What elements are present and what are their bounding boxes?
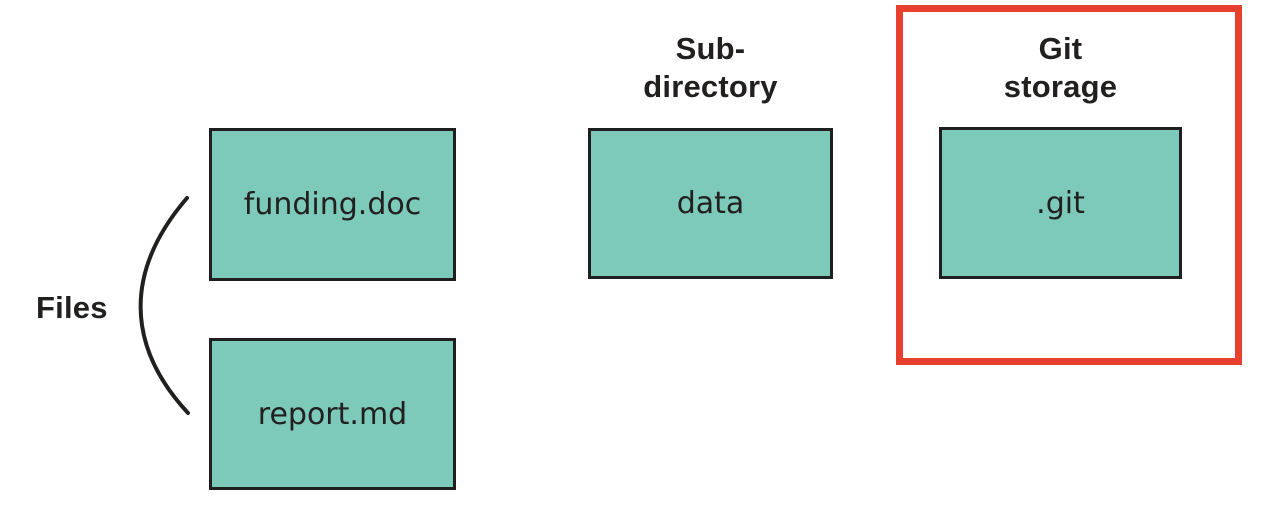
- box-funding-doc: funding.doc: [209, 128, 456, 281]
- git-storage-highlight-rect: [896, 5, 1242, 365]
- files-brace-path: [138, 196, 190, 415]
- git-storage-header-line2: storage: [1003, 69, 1118, 104]
- box-git-storage: .git: [939, 127, 1182, 279]
- files-label: Files: [36, 290, 108, 325]
- box-funding-doc-label: funding.doc: [243, 187, 422, 222]
- box-report-md: report.md: [209, 338, 456, 490]
- box-report-md-label: report.md: [257, 396, 408, 432]
- subdirectory-header-line1: Sub-: [675, 31, 746, 66]
- box-git-label: .git: [1036, 185, 1085, 221]
- box-data-subdirectory: data: [588, 128, 833, 279]
- subdirectory-header-line2: directory: [643, 69, 778, 104]
- box-data-label: data: [676, 186, 745, 221]
- git-storage-header-line1: Git: [1038, 31, 1083, 66]
- subdirectory-header: Sub- directory: [588, 30, 833, 106]
- git-storage-header: Git storage: [939, 30, 1182, 106]
